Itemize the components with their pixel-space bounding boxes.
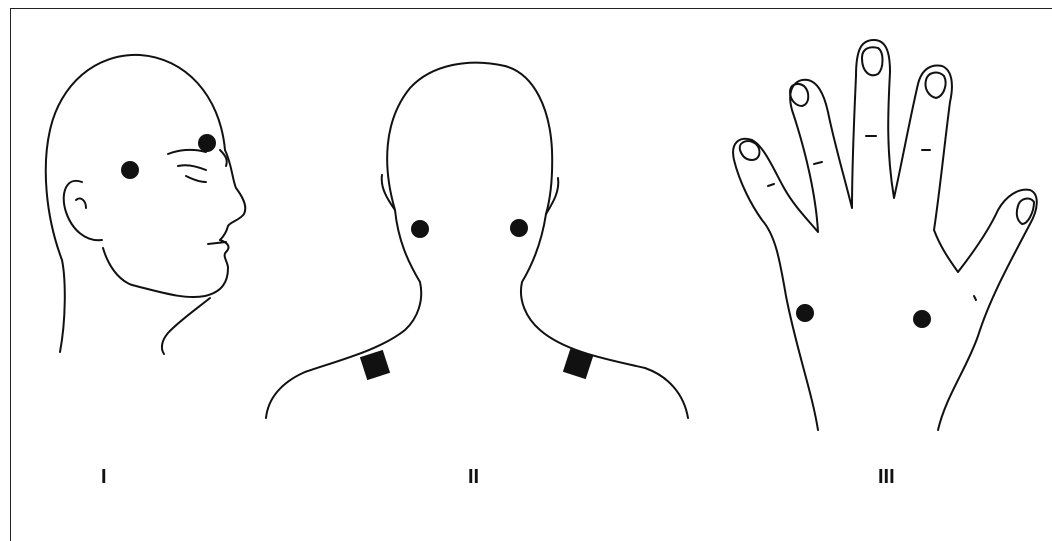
electrode-left-mastoid — [411, 220, 429, 238]
electrode-temple — [121, 161, 139, 179]
electrode-palm-hypothenar — [913, 310, 931, 328]
electrode-pad-left-shoulder — [360, 350, 390, 380]
panel-label-i: I — [101, 466, 107, 489]
electrode-palm-thenar — [796, 304, 814, 322]
panel-label-iii: III — [878, 466, 895, 489]
panel-label-ii: II — [468, 466, 479, 489]
hand-palm-drawing — [733, 40, 1037, 430]
electrode-right-mastoid — [510, 219, 528, 237]
electrode-forehead — [198, 134, 216, 152]
head-profile-drawing — [46, 55, 246, 354]
neck-back-drawing — [266, 63, 688, 418]
